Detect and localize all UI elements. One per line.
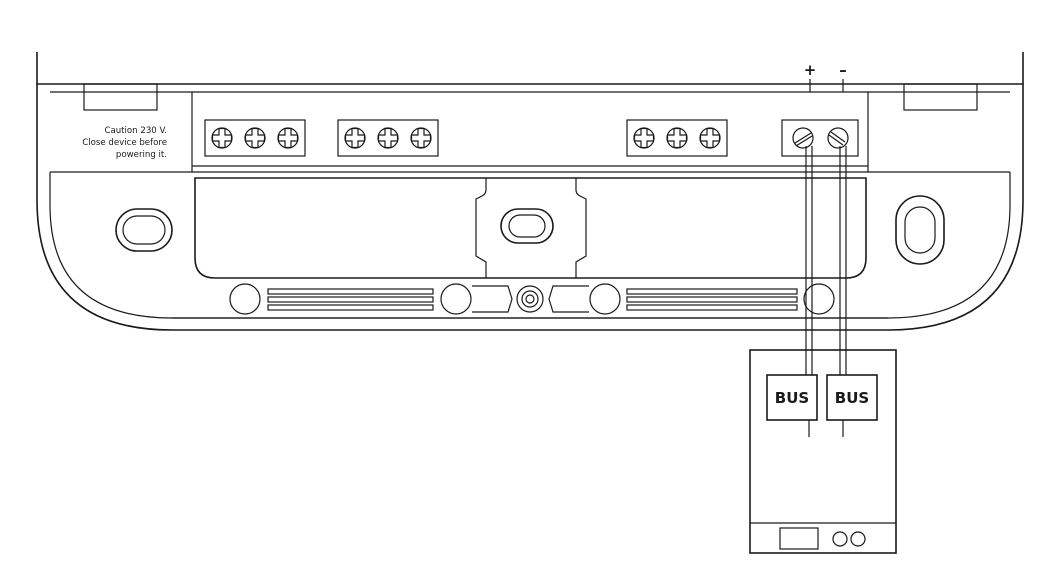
slotted-screw-icon [827,127,849,149]
module-display [779,527,819,550]
center-mount-boss [475,178,587,278]
plus-label: + [804,61,817,79]
phillips-screw-icon [377,127,399,149]
mounting-hole-icon [122,215,166,245]
caution-text-line-1: Caution 230 V. [104,126,167,136]
phillips-screw-icon [244,127,266,149]
mounting-hole-icon [904,206,936,254]
module-led-2 [850,531,866,547]
phillips-screw-icon [410,127,432,149]
module-led-1 [832,531,848,547]
phillips-screw-icon [633,127,655,149]
slotted-screw-icon [792,127,814,149]
terminal-strip [192,91,868,173]
bus-right-box [826,374,878,421]
mounting-hole-icon [500,208,554,244]
central-recess [194,177,867,279]
bus-right-label: BUS [835,389,869,407]
right-panel [867,91,1010,173]
right-latch-tab [903,83,978,111]
phillips-screw-icon [211,127,233,149]
phillips-screw-icon [699,127,721,149]
bus-wire-left [805,146,813,375]
bus-module [749,349,897,554]
bus-terminal-block [781,119,859,157]
caution-text-line-2: Close device before [82,138,167,148]
bus-left-box [766,374,818,421]
mounting-hole-icon [895,195,945,265]
caution-panel [50,91,193,173]
terminal-block-3 [626,119,728,157]
mounting-hole-icon [508,214,546,238]
housing-outline [36,83,1024,331]
minus-label: – [839,61,847,79]
phillips-screw-icon [277,127,299,149]
terminal-block-2 [337,119,439,157]
phillips-screw-icon [344,127,366,149]
bus-left-label: BUS [775,389,809,407]
bus-wire-right [839,146,847,375]
mounting-hole-icon [115,208,173,252]
caution-text-line-3: powering it. [116,150,167,160]
left-latch-tab [83,83,158,111]
phillips-screw-icon [666,127,688,149]
vent-strip [229,283,835,315]
terminal-block-1 [204,119,306,157]
